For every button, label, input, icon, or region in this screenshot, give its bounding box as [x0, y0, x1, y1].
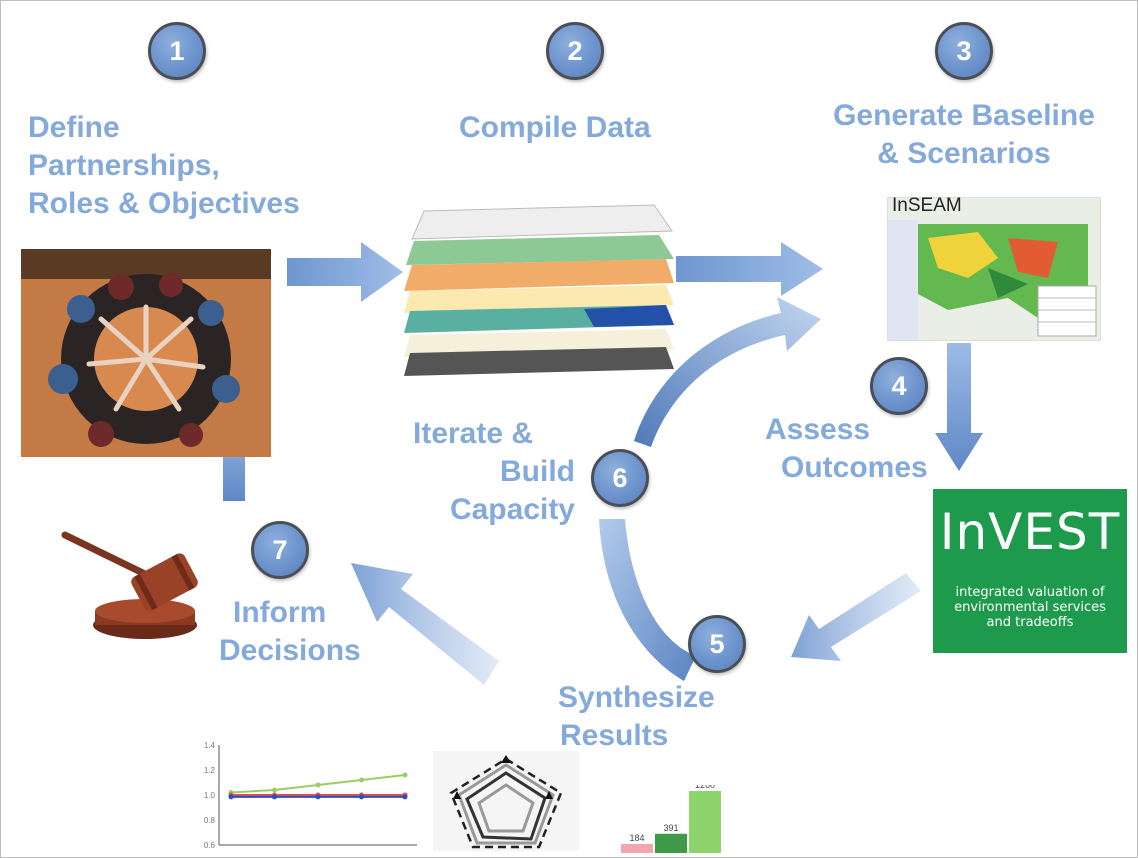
line-chart-point: [228, 794, 234, 800]
line-chart-point: [315, 782, 321, 788]
bar-chart: 184 391 1260: [621, 785, 721, 853]
arrow-3-to-4: [935, 343, 983, 471]
line-chart-point: [315, 794, 321, 800]
step-1-line: Define: [28, 111, 120, 144]
gavel-image: [57, 513, 207, 648]
line-chart: 1.4 1.2 1.0 0.8 0.6: [204, 741, 417, 850]
invest-subtitle-line: and tradeoffs: [986, 615, 1074, 630]
line-chart-point: [359, 777, 364, 783]
team-hands-illustration: [21, 249, 271, 457]
step-5-line: Results: [560, 719, 669, 752]
arrow-5-to-6-curve: [599, 519, 696, 681]
step-6-line: Capacity: [449, 493, 575, 526]
step-6-label: Iterate & Build Capacity: [413, 415, 575, 529]
arrow-6-to-3-curve: [634, 297, 821, 447]
arrow-5-to-7: [351, 563, 499, 685]
line-chart-y-tick: 1.4: [204, 741, 216, 750]
step-6-line: Iterate &: [413, 417, 534, 450]
step-3-line: Generate Baseline: [833, 99, 1095, 132]
step-7-badge: 7: [251, 521, 309, 579]
invest-subtitle-line: integrated valuation of: [955, 585, 1105, 600]
bar-value-label: 1260: [695, 785, 715, 790]
team-hands-photo: [21, 249, 271, 457]
arrow-4-to-5: [791, 573, 921, 661]
radar-chart-illustration: [433, 751, 579, 851]
layered-data-maps: [404, 201, 674, 376]
bar-value-label: 391: [663, 823, 678, 833]
arrow-1-to-2: [287, 242, 403, 302]
step-3-badge: 3: [935, 22, 993, 80]
step-4-line: Outcomes: [781, 451, 928, 484]
line-chart-point: [402, 772, 408, 778]
step-7-line: Decisions: [219, 634, 361, 667]
line-chart-y-tick: 1.0: [204, 791, 216, 800]
step-5-label: Synthesize Results: [558, 679, 715, 755]
radar-chart: [433, 751, 579, 851]
step-3-label: Generate Baseline & Scenarios: [805, 97, 1123, 173]
step-4-line: Assess: [765, 413, 871, 446]
step-1-line: Roles & Objectives: [28, 187, 300, 220]
line-chart-y-tick: 1.2: [204, 766, 216, 775]
line-chart-point: [272, 794, 277, 800]
invest-subtitle: integrated valuation of environmental se…: [933, 585, 1127, 630]
bar: [689, 791, 721, 853]
invest-subtitle-line: environmental services: [954, 600, 1106, 615]
bar: [621, 843, 653, 853]
bar-value-label: 184: [629, 833, 644, 843]
line-chart-point: [359, 794, 364, 800]
step-4-badge: 4: [870, 357, 928, 415]
arrow-2-to-3: [676, 242, 823, 296]
step-6-badge: 6: [591, 449, 649, 507]
step-7-line: Inform: [233, 596, 327, 629]
step-5-line: Synthesize: [558, 681, 715, 714]
step-6-line: Build: [500, 455, 575, 488]
line-chart-y-tick: 0.8: [204, 816, 216, 825]
step-1-badge: 1: [148, 22, 206, 80]
data-layers-illustration: [404, 204, 674, 376]
step-2-badge: 2: [546, 22, 604, 80]
step-1-line: Partnerships,: [28, 149, 220, 182]
line-chart-point: [402, 794, 408, 800]
gavel-icon: [61, 531, 198, 639]
inseam-map-illustration: [888, 198, 1100, 340]
invest-logo: InVEST integrated valuation of environme…: [933, 489, 1127, 653]
step-5-badge: 5: [688, 615, 746, 673]
step-2-label: Compile Data: [459, 109, 651, 147]
inseam-label: InSEAM: [892, 195, 962, 216]
step-1-label: Define Partnerships, Roles & Objectives: [28, 109, 300, 223]
line-chart-y-tick: 0.6: [204, 841, 216, 850]
step-2-line: Compile Data: [459, 111, 651, 144]
step-7-label: Inform Decisions: [219, 594, 391, 670]
invest-title: InVEST: [939, 503, 1121, 561]
step-3-line: & Scenarios: [877, 137, 1051, 170]
line-chart-point: [272, 787, 277, 793]
step-4-label: Assess Outcomes: [765, 411, 928, 487]
inseam-map: [887, 197, 1101, 341]
bar: [655, 833, 687, 853]
